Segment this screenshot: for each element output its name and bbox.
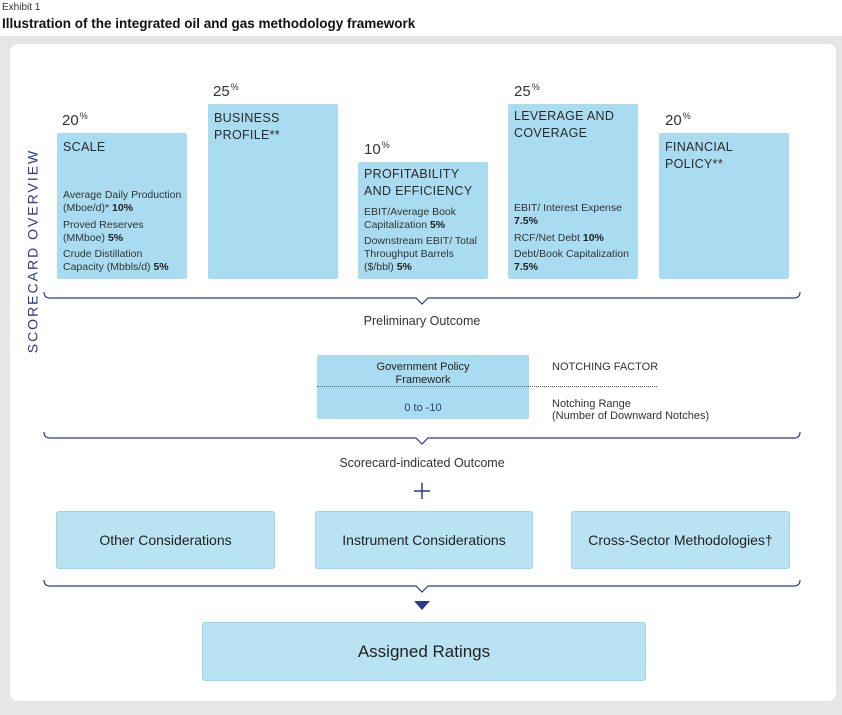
instrument-considerations-box: Instrument Considerations bbox=[315, 511, 533, 569]
metric-crude-distillation: Crude Distillation Capacity (Mbbls/d) 5% bbox=[63, 248, 184, 274]
business-profile-weight-value: 25 bbox=[213, 83, 230, 100]
scale-weight: 20% bbox=[62, 111, 88, 129]
metric-ebit-interest: EBIT/ Interest Expense 7.5% bbox=[514, 202, 635, 228]
diagram-title: Illustration of the integrated oil and g… bbox=[2, 16, 416, 31]
notching-range-value: 0 to -10 bbox=[404, 402, 442, 414]
percent-sign: % bbox=[682, 111, 691, 121]
notching-factor-label: NOTCHING FACTOR bbox=[552, 361, 659, 373]
preliminary-bracket bbox=[43, 291, 801, 305]
scorecard-bracket bbox=[43, 431, 801, 445]
percent-sign: % bbox=[79, 111, 88, 121]
notching-range-label-line2: (Number of Downward Notches) bbox=[552, 410, 710, 422]
metric-weight: 10% bbox=[582, 232, 604, 244]
metric-weight: 5% bbox=[429, 219, 446, 231]
considerations-bracket bbox=[43, 579, 801, 593]
other-considerations-box: Other Considerations bbox=[56, 511, 275, 569]
leverage-weight: 25% bbox=[514, 82, 540, 100]
factor-financial-policy-title: FINANCIAL POLICY** bbox=[665, 140, 733, 171]
percent-sign: % bbox=[230, 82, 239, 92]
factor-business-profile: BUSINESS PROFILE** bbox=[208, 104, 338, 279]
notching-range-label-line1: Notching Range bbox=[552, 398, 631, 410]
factor-scale: SCALE Average Daily Production (Mboe/d)*… bbox=[57, 133, 187, 279]
metric-label: Downstream EBIT/ Total Throughput Barrel… bbox=[364, 235, 478, 273]
preliminary-outcome-label: Preliminary Outcome bbox=[363, 314, 481, 328]
metric-downstream-ebit: Downstream EBIT/ Total Throughput Barrel… bbox=[364, 235, 485, 274]
metric-label: Debt/Book Capitalization bbox=[514, 248, 629, 260]
cross-sector-methodologies-box: Cross-Sector Methodologies† bbox=[571, 511, 790, 569]
factor-leverage-title: LEVERAGE AND COVERAGE bbox=[514, 109, 615, 140]
metric-label: Proved Reserves (MMboe) bbox=[63, 219, 144, 244]
factor-leverage-coverage: LEVERAGE AND COVERAGE EBIT/ Interest Exp… bbox=[508, 104, 638, 279]
factor-profitability-efficiency: PROFITABILITY AND EFFICIENCY EBIT/Averag… bbox=[358, 162, 488, 279]
business-profile-weight: 25% bbox=[213, 82, 239, 100]
metric-weight: 5% bbox=[107, 232, 124, 244]
profitability-weight-value: 10 bbox=[364, 141, 381, 158]
metric-weight: 5% bbox=[396, 261, 412, 273]
metric-weight: 7.5% bbox=[514, 261, 538, 273]
arrow-down-icon bbox=[414, 601, 430, 610]
scale-weight-value: 20 bbox=[62, 112, 79, 129]
metric-proved-reserves: Proved Reserves (MMboe) 5% bbox=[63, 219, 184, 245]
notching-range-label: Notching Range (Number of Downward Notch… bbox=[552, 398, 709, 422]
metric-label: Crude Distillation Capacity (Mbbls/d) bbox=[63, 248, 151, 273]
scorecard-outcome-label: Scorecard-indicated Outcome bbox=[339, 456, 505, 470]
factor-scale-title: SCALE bbox=[63, 140, 106, 154]
metric-weight: 7.5% bbox=[514, 215, 538, 227]
percent-sign: % bbox=[531, 82, 540, 92]
financial-policy-weight: 20% bbox=[665, 111, 691, 129]
metric-rcf-net-debt: RCF/Net Debt 10% bbox=[514, 232, 635, 245]
profitability-weight: 10% bbox=[364, 140, 390, 158]
factor-financial-policy: FINANCIAL POLICY** bbox=[659, 133, 789, 279]
metric-weight: 10% bbox=[112, 202, 134, 214]
factor-profitability-title: PROFITABILITY AND EFFICIENCY bbox=[364, 167, 473, 198]
factor-business-profile-title: BUSINESS PROFILE** bbox=[214, 111, 280, 142]
percent-sign: % bbox=[381, 140, 390, 150]
government-policy-title-text: Government Policy Framework bbox=[376, 361, 470, 386]
exhibit-label: Exhibit 1 bbox=[2, 2, 41, 13]
metric-weight: 5% bbox=[153, 261, 169, 273]
leverage-weight-value: 25 bbox=[514, 83, 531, 100]
metric-label: EBIT/ Interest Expense bbox=[514, 202, 622, 214]
assigned-ratings-box: Assigned Ratings bbox=[202, 622, 646, 681]
metric-average-daily-production: Average Daily Production (Mboe/d)* 10% bbox=[63, 189, 184, 215]
metric-label: EBIT/Average Book Capitalization bbox=[364, 206, 457, 231]
metric-debt-book-cap: Debt/Book Capitalization 7.5% bbox=[514, 248, 635, 274]
metric-label: RCF/Net Debt bbox=[514, 232, 580, 244]
government-policy-box: Government Policy Framework 0 to -10 bbox=[317, 355, 529, 419]
government-policy-title: Government Policy Framework bbox=[317, 361, 529, 387]
notching-divider bbox=[317, 386, 657, 387]
metric-ebit-book-cap: EBIT/Average Book Capitalization 5% bbox=[364, 206, 485, 232]
metric-label: Average Daily Production (Mboe/d)* bbox=[63, 189, 182, 214]
financial-policy-weight-value: 20 bbox=[665, 112, 682, 129]
